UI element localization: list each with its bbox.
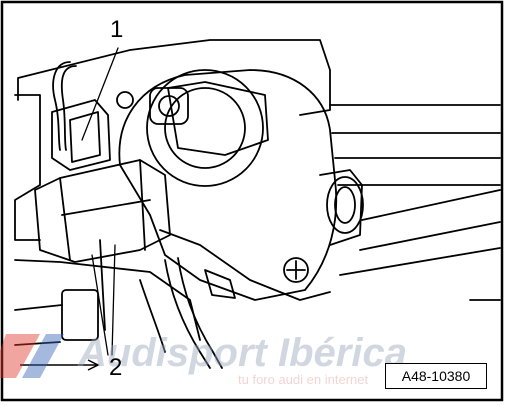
outlet-port [326,176,364,234]
leader-line-1 [81,47,119,141]
lower-bracket [159,229,331,301]
figure-reference-label: A48-10380 [385,363,487,389]
leader-line-2a [91,254,109,356]
shaft-nut [149,87,189,125]
left-housing [14,94,41,241]
right-rail [329,104,501,186]
valve-connector [51,99,111,171]
pump-cover [146,69,264,187]
connector-block [34,159,171,263]
mounting-bolt [283,257,309,283]
pump-shaft [167,81,269,156]
callout-number-1: 1 [110,16,124,43]
leader-line-2b [111,244,116,356]
lower-left-structure [14,259,201,341]
small-bolt [116,91,134,109]
hose-lower [164,259,211,369]
callout-number-2: 2 [109,354,123,381]
background-panel [17,39,331,116]
cable [52,61,71,151]
arrow-symbol [20,359,100,371]
pump-body [118,69,338,301]
